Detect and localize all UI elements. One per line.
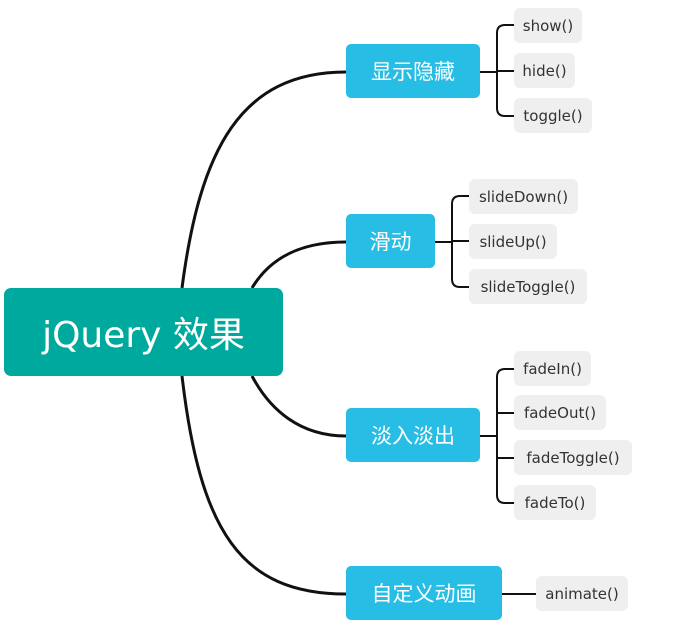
leaf-animate: animate() xyxy=(536,576,628,611)
leaf-slide-up: slideUp() xyxy=(469,224,557,259)
leaf-fade-to: fadeTo() xyxy=(514,485,596,520)
branch-show-hide: 显示隐藏 xyxy=(346,44,480,98)
leaf-toggle: toggle() xyxy=(514,98,592,133)
connector-root-fade xyxy=(250,375,347,438)
leaf-fade-in: fadeIn() xyxy=(514,351,591,386)
branch-fade: 淡入淡出 xyxy=(346,408,480,462)
leaf-fade-out: fadeOut() xyxy=(514,395,606,430)
leaf-slide-down: slideDown() xyxy=(469,179,578,214)
leaf-slide-toggle: slideToggle() xyxy=(469,269,587,304)
connector-root-slide xyxy=(250,240,347,289)
leaf-fade-toggle: fadeToggle() xyxy=(514,440,632,475)
branch-slide: 滑动 xyxy=(346,214,435,268)
leaf-hide: hide() xyxy=(514,53,575,88)
branch-custom-animation: 自定义动画 xyxy=(346,566,502,620)
root-node: jQuery 效果 xyxy=(4,288,283,376)
connector-root-animate xyxy=(180,375,347,596)
connector-root-show-hide xyxy=(180,70,347,289)
leaf-show: show() xyxy=(514,8,582,43)
connector-fade-bracket xyxy=(496,368,514,504)
